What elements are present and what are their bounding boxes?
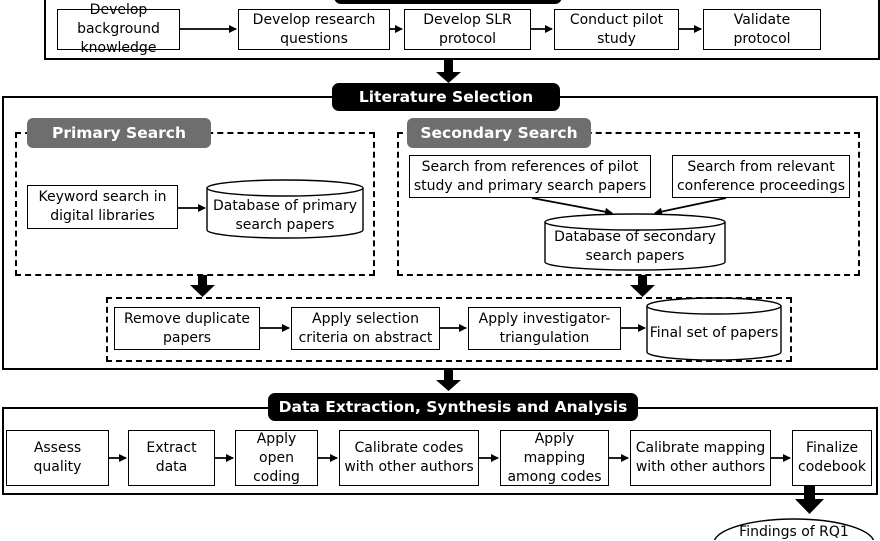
step-label: Conduct pilot study: [569, 11, 664, 47]
step-label: Calibrate codes with other authors: [344, 440, 474, 475]
step-label: Develop SLR protocol: [423, 11, 512, 47]
primary-db-label: Database of primary search papers: [213, 198, 357, 233]
step-label: Remove duplicate papers: [123, 310, 251, 346]
step-pilot-study: Conduct pilot study: [554, 9, 679, 50]
step-assess-quality: Assess quality: [6, 430, 109, 486]
planning-title-tab: [334, 0, 562, 4]
step-validate-protocol: Validate protocol: [703, 9, 821, 50]
secondary-db-label: Database of secondary search papers: [554, 229, 716, 264]
conference-search-box: Search from relevant conference proceedi…: [672, 155, 850, 198]
step-label: Finalize codebook: [798, 440, 866, 475]
selection-steps-area: [106, 297, 792, 362]
step-calibrate-mapping: Calibrate mapping with other authors: [630, 430, 771, 486]
references-search-label: Search from references of pilot study an…: [413, 158, 647, 194]
step-label: Extract data: [146, 440, 197, 475]
step-label: Apply investigator-triangulation: [478, 310, 611, 346]
step-label: Calibrate mapping with other authors: [635, 440, 766, 475]
step-finalize-codebook: Finalize codebook: [792, 430, 872, 486]
secondary-search-title: Secondary Search: [407, 118, 591, 148]
step-develop-questions: Develop research questions: [238, 9, 390, 50]
secondary-arrows: [531, 197, 727, 216]
selection-title: Literature Selection: [332, 83, 560, 111]
step-calibrate-codes: Calibrate codes with other authors: [339, 430, 479, 486]
step-extract-data: Extract data: [128, 430, 215, 486]
primary-search-title: Primary Search: [27, 118, 211, 148]
step-label: Assess quality: [33, 440, 82, 475]
final-set-label: Final set of papers: [649, 324, 779, 341]
findings-ellipse: [713, 518, 875, 540]
step-label: Apply mapping among codes: [507, 430, 602, 485]
step-label: Apply selection criteria on abstract: [298, 310, 433, 346]
references-search-box: Search from references of pilot study an…: [409, 155, 651, 198]
step-label: Develop background knowledge: [77, 2, 160, 56]
step-selection-criteria: Apply selection criteria on abstract: [291, 307, 440, 350]
cylinder-primary-db: [206, 179, 364, 239]
step-open-coding: Apply open coding: [235, 430, 318, 486]
step-remove-duplicates: Remove duplicate papers: [114, 307, 260, 350]
step-label: Apply open coding: [253, 430, 300, 485]
cylinder-final-set: [646, 297, 782, 361]
findings-label: Findings of RQ1: [739, 524, 849, 540]
analysis-title: Data Extraction, Synthesis and Analysis: [268, 393, 638, 421]
step-apply-mapping: Apply mapping among codes: [500, 430, 609, 486]
planning-frame: [44, 0, 880, 60]
step-label: Validate protocol: [733, 11, 791, 47]
secondary-search-area: [397, 132, 860, 276]
cylinder-secondary-db: [544, 213, 726, 271]
step-label: Develop research questions: [252, 11, 376, 47]
step-develop-background: Develop background knowledge: [57, 2, 180, 56]
phase-arrows: [190, 60, 824, 514]
step-investigator-triangulation: Apply investigator-triangulation: [468, 307, 621, 350]
step-develop-protocol: Develop SLR protocol: [404, 9, 531, 50]
conference-search-label: Search from relevant conference proceedi…: [676, 158, 846, 194]
keyword-search-box: Keyword search in digital libraries: [27, 185, 178, 229]
keyword-search-label: Keyword search in digital libraries: [38, 189, 167, 224]
